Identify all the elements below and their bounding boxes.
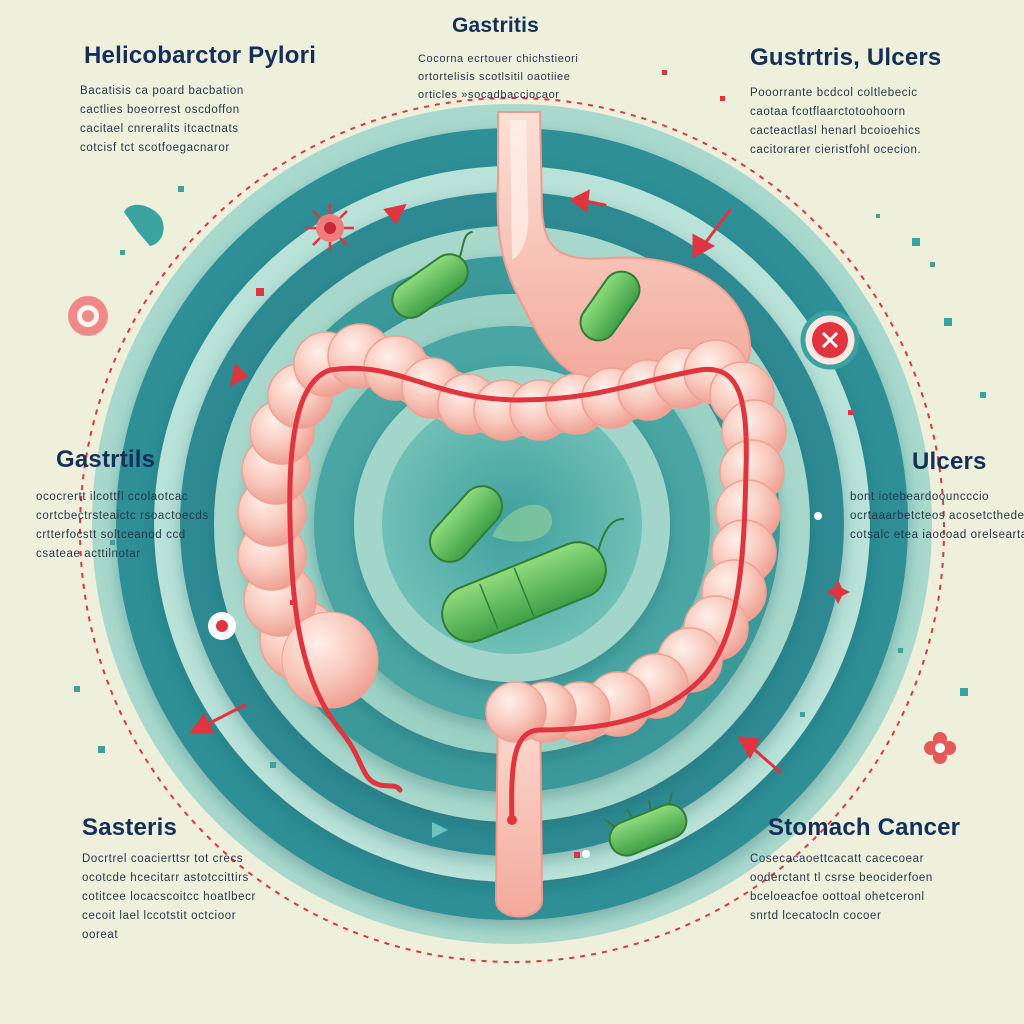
label-ulcers-title: Ulcers [912, 448, 987, 475]
desc-line: Bacatisis ca poard bacbation [80, 85, 244, 97]
star-icon [826, 580, 850, 604]
virus-icon [306, 204, 354, 252]
desc-line: ortortelisis scotlsitil oaotiiee [418, 71, 571, 83]
desc-line: ooreat [82, 929, 119, 941]
desc-line: cacitael cnreralits itcactnats [80, 123, 239, 135]
arrow-icon [229, 363, 249, 387]
target-icon [68, 296, 108, 336]
flower-icon [924, 732, 956, 764]
label-gastritis-left-title: Gastrtils [56, 446, 156, 473]
desc-line: Pooorrante bcdcol coltlebecic [750, 87, 918, 99]
desc-line: cactlies boeorrest oscdoffon [80, 104, 240, 116]
warning-icon [800, 310, 860, 370]
arrows [189, 189, 782, 774]
desc-line: caotaa fcotflaarctotoohoorn [750, 106, 906, 118]
desc-line: bont iotebeardoouncccio [850, 491, 990, 503]
bacteria-icon [441, 518, 625, 643]
rectum [494, 689, 544, 918]
label-gastritis-ulcers-desc: Pooorrante bcdcol coltlebecic caotaa fco… [750, 84, 921, 160]
decorations [68, 70, 986, 858]
desc-line: cacteactlasl henarl bcoioehics [750, 125, 921, 137]
blob-icon [124, 204, 164, 246]
label-helicobacter-desc: Bacatisis ca poard bacbation cactlies bo… [80, 82, 244, 158]
label-stomach-cancer-title: Stomach Cancer [768, 814, 961, 841]
arrow-icon [737, 736, 782, 774]
colon-lobe [485, 681, 547, 743]
arrow-icon [383, 203, 407, 225]
desc-line: cotitcee locacscoitcc hoatlbecr [82, 891, 256, 903]
desc-line: cotsalc etea iaocoad orelseartaa [850, 529, 1024, 541]
dashed-cycle-circle [79, 97, 945, 963]
desc-line: ooderctant tl csrse beociderfoen [750, 872, 933, 884]
digestive-flow-line [287, 365, 749, 823]
desc-line: Cocorna ecrtouer chichstieori [418, 53, 579, 65]
desc-line: ococrertt ilcottfl ccolaotcac [36, 491, 189, 503]
desc-line: ocotcde hcecitarr astotccittirs [82, 872, 249, 884]
caecum [281, 611, 379, 709]
desc-line: cecoit lael lccotstit octcioor [82, 910, 237, 922]
desc-line: snrtd lcecatocln cocoer [750, 910, 882, 922]
desc-line: orticles »socadbacciocaor [418, 89, 560, 101]
arrow-icon [692, 208, 732, 259]
desc-line: ocrtaaarbetcteos acosetcthedelt [850, 510, 1024, 522]
colon [237, 323, 787, 918]
desc-line: Cosecacaoettcacatt cacecoear [750, 853, 925, 865]
arrow-icon [569, 189, 607, 213]
desc-line: cacitorarer cieristfohl ocecion. [750, 144, 922, 156]
cycle-arrow-icon [432, 822, 448, 838]
bacteria-group [391, 230, 688, 857]
confetti-red [256, 70, 853, 858]
label-gastritis-left-desc: ococrertt ilcottfl ccolaotcac cortcbectr… [36, 488, 209, 564]
arrow-icon [189, 703, 247, 734]
desc-line: cortcbectrsteaictc rsoactoecds [36, 510, 209, 522]
label-stomach-cancer-desc: Cosecacaoettcacatt cacecoear ooderctant … [750, 850, 933, 926]
desc-line: crtterfocstt soltceanod ccd [36, 529, 186, 541]
label-sasteris-desc: Docrtrel coacierttsr tot crecs ocotcde h… [82, 850, 256, 945]
bacteria-icon [604, 792, 688, 857]
bacteria-icon [391, 230, 473, 319]
confetti-white [582, 512, 822, 858]
label-sasteris-title: Sasteris [82, 814, 177, 841]
label-gastritis-top-title: Gastritis [452, 14, 539, 37]
desc-line: cotcisf tct scotfoegacnaror [80, 142, 230, 154]
confetti [74, 186, 986, 768]
label-gastritis-top-desc: Cocorna ecrtouer chichstieori ortortelis… [418, 50, 578, 104]
label-ulcers-desc: bont iotebeardoouncccio ocrtaaarbetcteos… [850, 488, 1024, 545]
desc-line: Docrtrel coacierttsr tot crecs [82, 853, 244, 865]
label-gastritis-ulcers-title: Gustrtris, Ulcers [750, 44, 942, 71]
flow-end-dot [507, 815, 517, 825]
bacteria-icon [579, 270, 641, 342]
desc-line: csateae acttilnotar [36, 548, 141, 560]
bacteria-icon [428, 485, 504, 563]
bacteria-shadow [492, 504, 553, 542]
label-helicobacter-title: Helicobarctor Pylori [84, 42, 317, 69]
dot-icon [208, 612, 236, 640]
desc-line: bceloeacfoe oottoal ohetceronl [750, 891, 925, 903]
